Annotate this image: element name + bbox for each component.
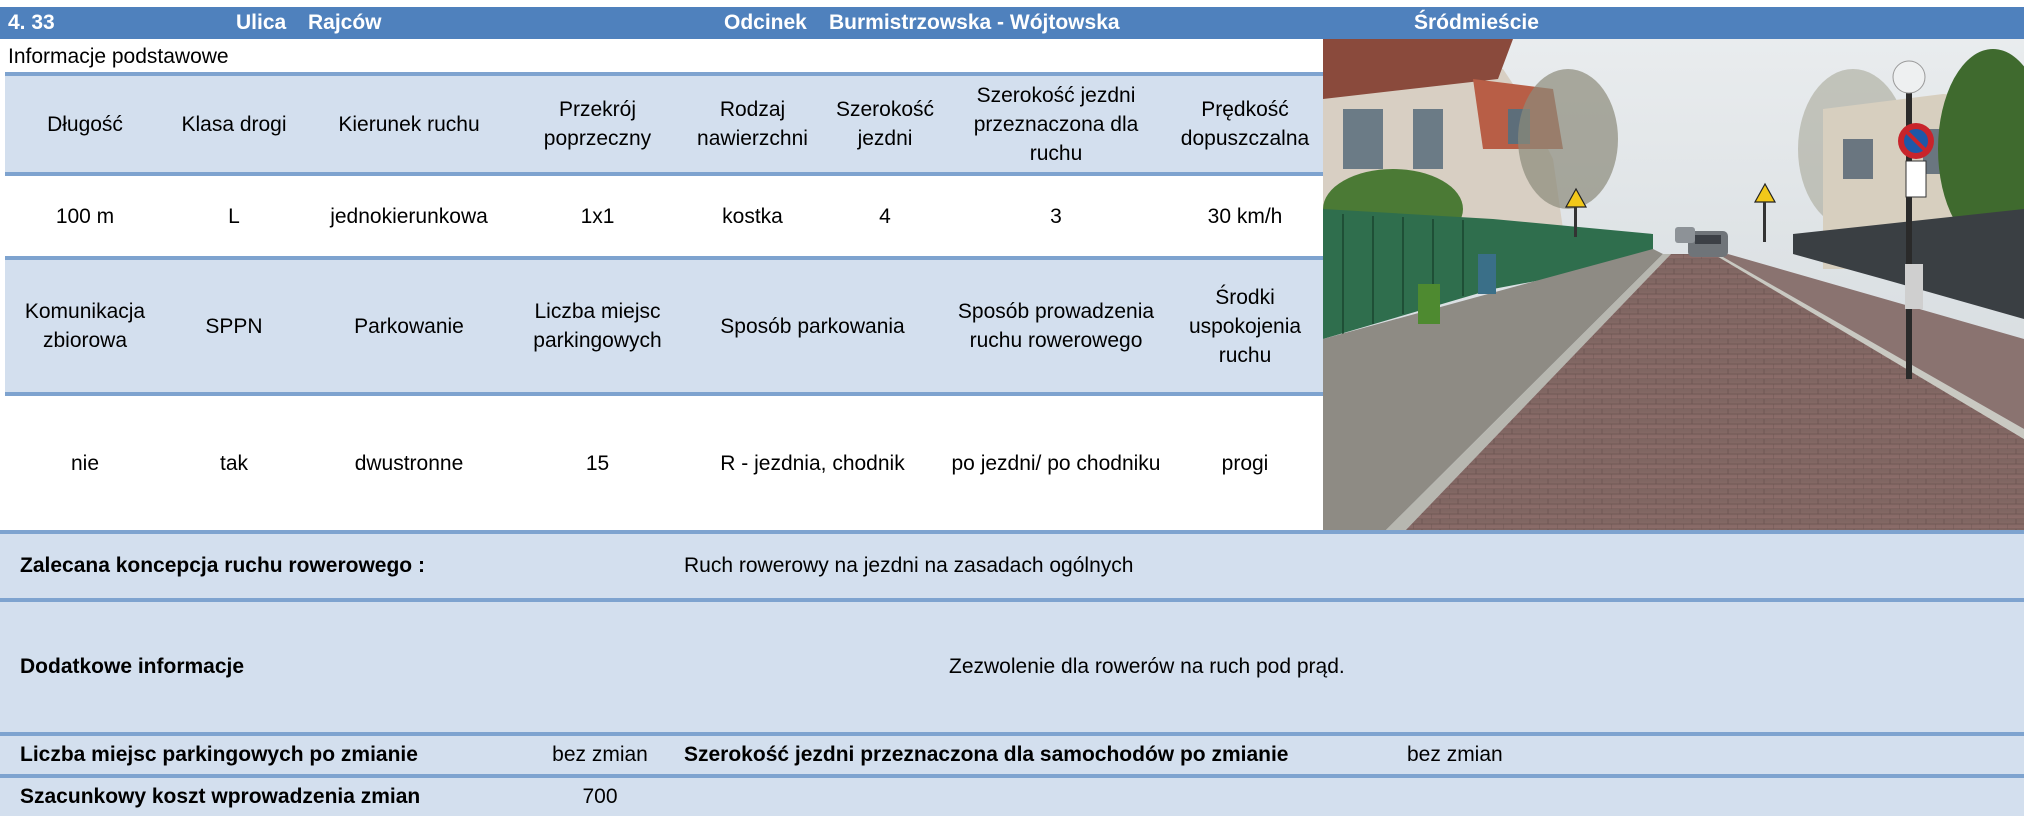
additional-info-row — [0, 602, 2024, 732]
header-sppn: SPPN — [205, 314, 263, 338]
table2-header-band — [5, 260, 1323, 392]
header-public-transport: Komunikacja zbiorowa — [24, 300, 146, 352]
header-traffic-calming: Środki uspokojenia ruchu — [1188, 285, 1302, 367]
header-length: Długość — [47, 112, 123, 136]
separator-line — [5, 256, 1323, 260]
separator-line — [5, 392, 1323, 396]
street-label: Ulica — [236, 11, 287, 34]
section-name: Burmistrzowska - Wójtowska — [829, 11, 1120, 34]
after-change-row — [0, 736, 2024, 774]
header-traffic-width: Szerokość jezdni przeznaczona dla ruchu — [973, 83, 1139, 165]
value-cross-section: 1x1 — [580, 204, 615, 228]
separator-line — [0, 598, 2024, 602]
header-traffic-direction: Kierunek ruchu — [338, 112, 480, 136]
title-bar: 4. 33 Ulica Rajców Odcinek Burmistrzowsk… — [0, 7, 2024, 39]
value-traffic-direction: jednokierunkowa — [330, 204, 488, 228]
table1-header-band — [5, 76, 1323, 172]
street-photo — [1323, 39, 2024, 533]
value-parking-spaces: 15 — [585, 451, 610, 475]
district-name: Śródmieście — [1414, 11, 1539, 34]
basic-info-title: Informacje podstawowe — [8, 45, 229, 68]
section-label: Odcinek — [724, 11, 807, 34]
additional-info-value: Zezwolenie dla rowerów na ruch pod prąd. — [949, 655, 1345, 678]
width-after-value: bez zmian — [1407, 743, 1503, 766]
street-photo-illustration — [1323, 39, 2024, 533]
value-road-width: 4 — [879, 204, 891, 228]
header-road-width: Szerokość jezdni — [835, 98, 935, 150]
value-parking: dwustronne — [354, 451, 464, 475]
cost-label: Szacunkowy koszt wprowadzenia zmian — [20, 785, 421, 808]
header-cross-section: Przekrój poprzeczny — [543, 98, 652, 150]
header-surface-type: Rodzaj nawierzchni — [697, 98, 808, 150]
value-road-class: L — [228, 204, 240, 228]
value-traffic-calming: progi — [1221, 451, 1269, 475]
recommended-label: Zalecana koncepcja ruchu rowerowego : — [20, 554, 425, 577]
value-surface-type: kostka — [722, 204, 783, 228]
width-after-label: Szerokość jezdni przeznaczona dla samoch… — [684, 743, 1289, 766]
value-bicycle-routing: po jezdni/ po chodniku — [951, 451, 1161, 475]
separator-line — [5, 172, 1323, 176]
header-parking: Parkowanie — [354, 314, 464, 338]
header-speed-limit: Prędkość dopuszczalna — [1180, 98, 1310, 150]
parking-after-label: Liczba miejsc parkingowych po zmianie — [20, 743, 418, 766]
header-parking-spaces: Liczba miejsc parkingowych — [533, 300, 662, 352]
recommended-value: Ruch rowerowy na jezdni na zasadach ogól… — [684, 554, 1134, 577]
separator-line — [0, 530, 2024, 534]
recommended-row — [0, 534, 2024, 598]
value-speed-limit: 30 km/h — [1207, 204, 1283, 228]
value-public-transport: nie — [70, 451, 100, 475]
parking-after-value: bez zmian — [552, 743, 648, 766]
value-traffic-width: 3 — [1050, 204, 1062, 228]
additional-info-label: Dodatkowe informacje — [20, 655, 245, 678]
value-parking-method: R - jezdnia, chodnik — [720, 451, 905, 475]
header-parking-method: Sposób parkowania — [720, 314, 905, 338]
header-road-class: Klasa drogi — [181, 112, 287, 136]
street-name: Rajców — [308, 11, 382, 34]
separator-line — [5, 72, 1323, 76]
value-sppn: tak — [219, 451, 248, 475]
cost-value: 700 — [582, 785, 618, 808]
separator-line — [0, 774, 2024, 778]
cost-row — [0, 778, 2024, 816]
separator-line — [0, 732, 2024, 736]
header-bicycle-routing: Sposób prowadzenia ruchu rowerowego — [957, 300, 1155, 352]
value-length: 100 m — [55, 204, 115, 228]
record-number: 4. 33 — [8, 11, 55, 34]
